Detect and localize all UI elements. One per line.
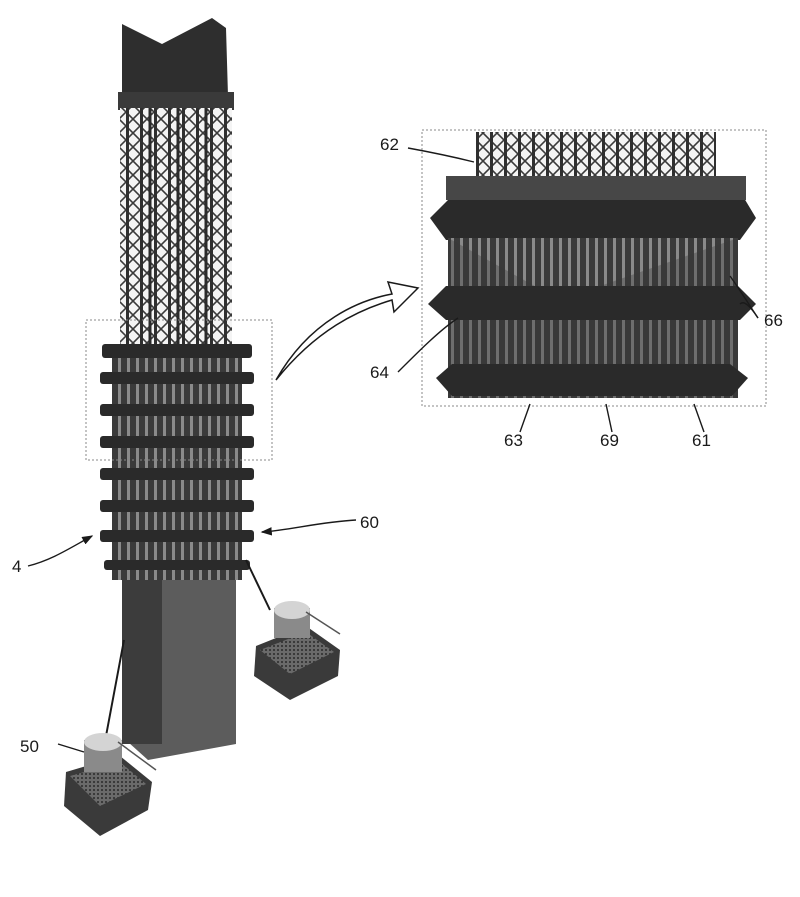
label-62: 62 [380, 135, 399, 154]
tower-lattice-column [120, 108, 232, 344]
label-61: 61 [692, 431, 711, 450]
cable-right [245, 559, 271, 611]
label-50: 50 [20, 737, 39, 756]
label-60: 60 [360, 513, 379, 532]
label-4: 4 [12, 557, 21, 576]
leader-lines [27, 147, 759, 753]
detail-view [421, 129, 767, 407]
label-66: 66 [764, 311, 783, 330]
tower-top-cap [122, 18, 228, 96]
cable-left [105, 639, 125, 737]
tower-4 [100, 18, 254, 760]
label-63: 63 [504, 431, 523, 450]
tower-flanges [100, 344, 254, 570]
detail-source-box [85, 319, 273, 461]
detail-callout-arrow [275, 281, 420, 381]
label-64: 64 [370, 363, 389, 382]
label-69: 69 [600, 431, 619, 450]
module-50 [64, 733, 157, 836]
tower-top-collar [118, 92, 234, 110]
module-right [254, 601, 341, 700]
